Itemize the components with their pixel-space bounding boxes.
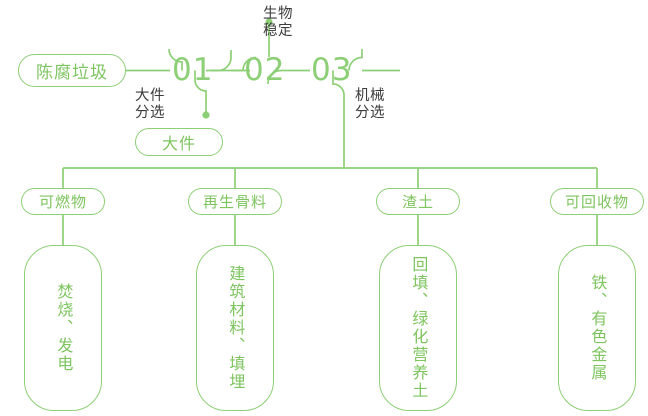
category-pill-slag-soil[interactable]: 渣土 [376,188,460,215]
outcome-text-slag-soil: 回填、绿化营养土 [409,256,429,400]
arc-01-right-top [213,49,226,71]
outcome-text-recycled-aggregate: 建筑材料、填埋 [226,265,246,391]
outcome-box-recyclables[interactable]: 铁、有色金属 [558,245,636,411]
step-numeral-03[interactable]: 03 [311,52,353,88]
process-label-mechanical-sorting: 机械 分选 [355,88,385,122]
step-numeral-01[interactable]: 01 [172,52,214,88]
arc-01-upper-right [211,50,232,72]
outcome-box-combustible[interactable]: 焚烧、发电 [24,245,102,411]
outcome-text-recyclables: 铁、有色金属 [588,274,608,382]
process-label-bio-stabilization: 生物 稳定 [263,6,293,40]
category-pill-recycled-aggregate[interactable]: 再生骨料 [188,188,282,215]
outcome-box-recycled-aggregate[interactable]: 建筑材料、填埋 [196,245,274,411]
dot-bulk-output [202,111,210,119]
outcome-box-slag-soil[interactable]: 回填、绿化营养土 [379,245,457,411]
category-pill-combustible[interactable]: 可燃物 [21,188,105,215]
output-node-dajian[interactable]: 大件 [135,128,223,156]
category-pill-recyclables[interactable]: 可回收物 [550,188,644,215]
arc-03-upper-right [352,50,373,71]
source-node-chenfu-laji[interactable]: 陈腐垃圾 [18,54,126,87]
process-label-bulk-sorting: 大件 分选 [135,88,165,122]
outcome-text-combustible: 焚烧、发电 [54,283,74,373]
step-numeral-02[interactable]: 02 [244,52,286,88]
